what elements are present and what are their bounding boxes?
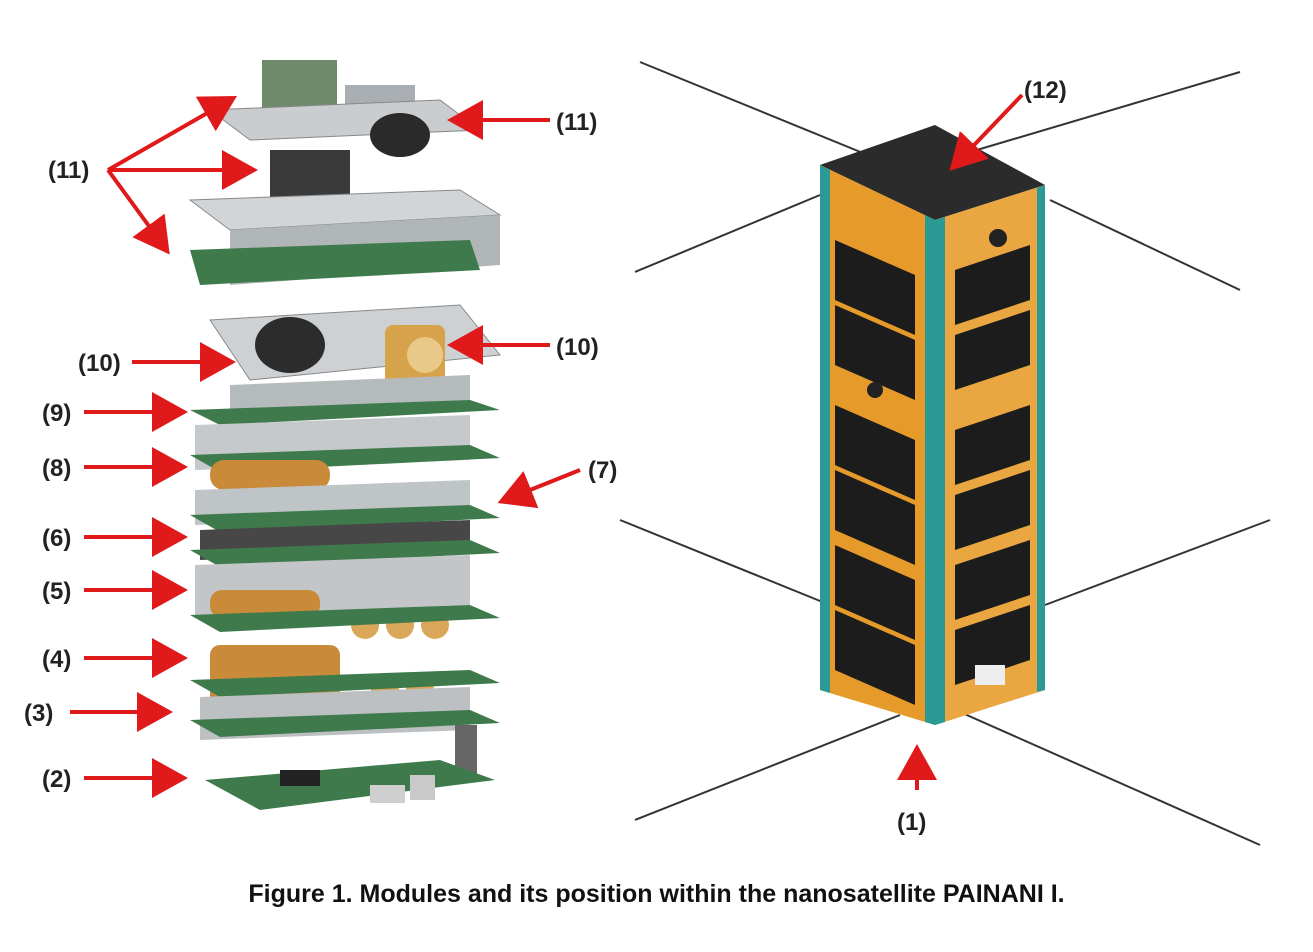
label-11-right: (11): [556, 109, 597, 136]
pcb-stack: [190, 400, 500, 810]
label-9: (9): [42, 400, 71, 427]
label-3: (3): [24, 700, 53, 727]
figure-caption: Figure 1. Modules and its position withi…: [248, 880, 1065, 908]
label-4: (4): [42, 646, 71, 673]
label-5: (5): [42, 578, 71, 605]
label-7: (7): [588, 457, 617, 484]
label-12: (12): [1024, 77, 1067, 104]
callout-arrows: [70, 93, 1024, 798]
label-10-left: (10): [78, 350, 121, 377]
camera-module-11: [188, 60, 502, 285]
label-2: (2): [42, 766, 71, 793]
exploded-module-stack: [188, 60, 502, 810]
top-panel-12: [820, 125, 1045, 220]
label-6: (6): [42, 525, 71, 552]
payload-module-10: [209, 304, 501, 415]
label-8: (8): [42, 455, 71, 482]
label-10-right: (10): [556, 334, 599, 361]
assembled-cubesat: [619, 61, 1271, 846]
label-11-left: (11): [48, 157, 89, 184]
label-1: (1): [897, 809, 926, 836]
